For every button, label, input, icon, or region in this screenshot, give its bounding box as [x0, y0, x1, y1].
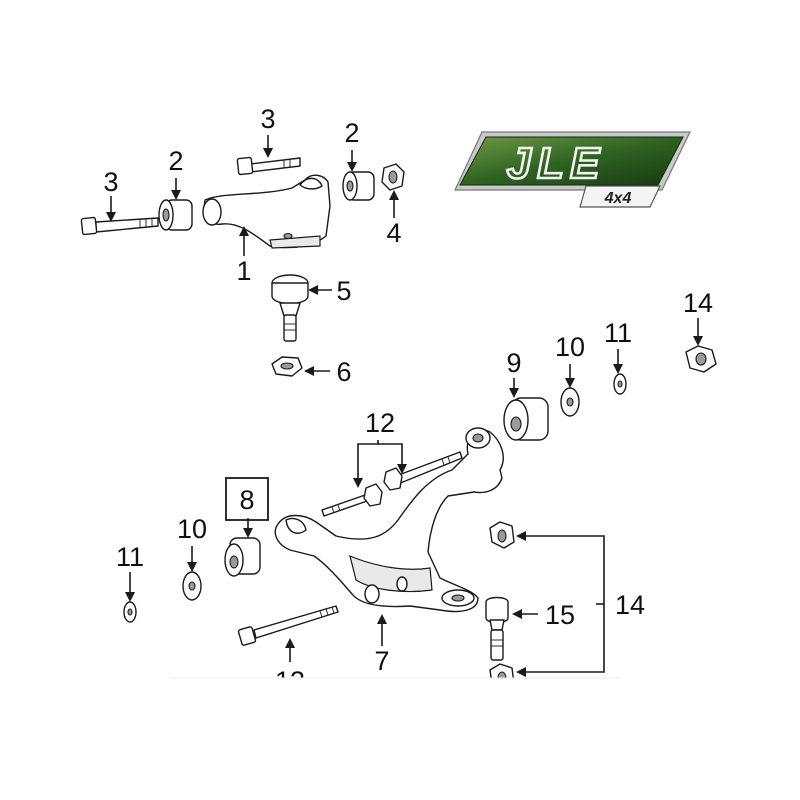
upper-control-arm: [202, 174, 331, 249]
upper-arm-nut: [381, 163, 405, 191]
small-washer-rear: [613, 373, 627, 395]
washer-front: [182, 571, 202, 601]
upper-arm-bolt-left: [80, 216, 159, 236]
logo-brand-text: JLE: [507, 139, 606, 188]
upper-arm-bushing-left: [158, 199, 193, 231]
callout-10-rear: 10: [555, 332, 585, 362]
callout-arrows: [106, 135, 703, 677]
callout-11-rear: 11: [604, 318, 632, 348]
callout-3-top: 3: [260, 104, 275, 134]
callout-8: 8: [239, 485, 254, 515]
callout-15: 15: [545, 600, 575, 630]
lower-arm-bushing-rear: [503, 397, 549, 441]
nut-lower-top: [489, 521, 515, 549]
nut-rear: [685, 345, 717, 373]
lower-ball-joint: [485, 596, 509, 661]
callout-3-left: 3: [103, 167, 118, 197]
upper-arm-bushing-right: [342, 171, 375, 201]
bottom-crop: [0, 678, 800, 800]
upper-arm-bolt-top: [236, 156, 301, 176]
callout-11-front: 11: [116, 542, 144, 572]
callout-6: 6: [336, 357, 351, 387]
callout-8-box: [225, 477, 269, 521]
callout-9: 9: [506, 348, 521, 378]
lower-control-arm: [274, 427, 504, 613]
callout-4: 4: [386, 218, 401, 248]
washer-rear: [560, 387, 580, 417]
callout-12: 12: [365, 408, 395, 438]
lower-arm-bushing-front: [224, 537, 261, 577]
ball-joint-nut-upper: [271, 356, 303, 377]
callout-14-lower: 14: [615, 590, 645, 620]
small-washer-front: [123, 601, 137, 623]
callout-2-left: 2: [168, 146, 183, 176]
callout-7: 7: [374, 646, 389, 676]
jle-logo: JLE 4x4: [454, 131, 691, 208]
callout-1: 1: [236, 256, 251, 286]
logo-sub-text: 4x4: [604, 190, 632, 207]
callout-5: 5: [336, 276, 351, 306]
callout-14-rear: 14: [683, 288, 713, 318]
lower-arm-long-bolt: [237, 605, 339, 646]
lower-arm-bolt-lower: [321, 483, 383, 517]
upper-ball-joint: [271, 274, 309, 342]
callout-10-front: 10: [177, 514, 207, 544]
callout-2-right: 2: [344, 118, 359, 148]
